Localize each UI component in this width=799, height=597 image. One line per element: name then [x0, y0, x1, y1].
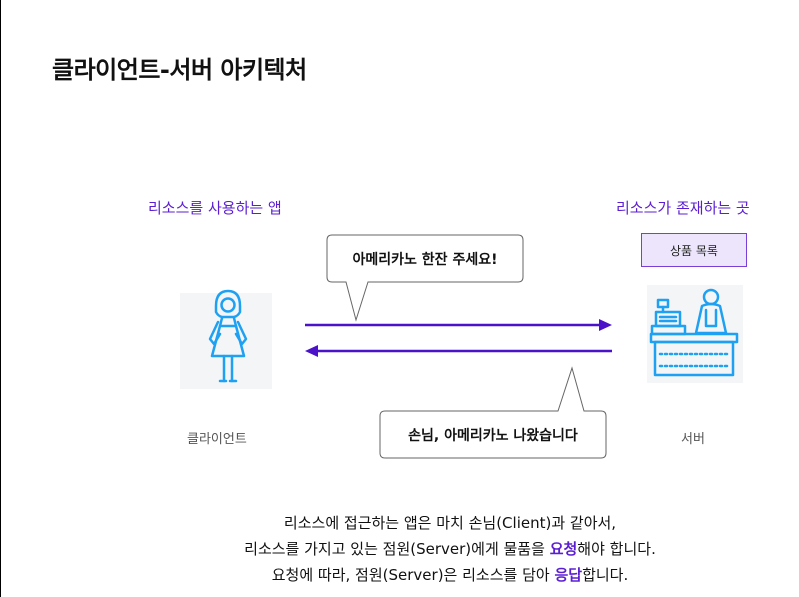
response-bubble: 손님, 아메리카노 나왔습니다: [380, 411, 606, 458]
response-bubble-shape: [379, 366, 607, 459]
server-role-label: 리소스가 존재하는 곳: [616, 199, 750, 217]
response-bubble-text: 손님, 아메리카노 나왔습니다: [408, 427, 578, 444]
description-line-2: 리소스를 가지고 있는 점원(Server)에게 물품을 요청해야 합니다.: [150, 536, 750, 562]
request-emphasis: 요청: [549, 540, 578, 558]
client-role-label: 리소스를 사용하는 앱: [148, 199, 282, 217]
server-label: 서버: [681, 432, 705, 447]
description-line-2-before: 리소스를 가지고 있는 점원(Server)에게 물품을: [244, 540, 550, 558]
response-emphasis: 응답: [554, 566, 583, 584]
description-line-3: 요청에 따라, 점원(Server)은 리소스를 담아 응답합니다.: [150, 562, 750, 588]
description-line-3-before: 요청에 따라, 점원(Server)은 리소스를 담아: [271, 566, 555, 584]
request-bubble-shape: [326, 234, 524, 322]
description-line-3-after: 합니다.: [582, 566, 629, 584]
product-list-label: 상품 목록: [670, 243, 718, 258]
cashier-counter-icon: [647, 285, 743, 383]
page-title: 클라이언트-서버 아키텍처: [52, 56, 307, 84]
description-line-2-after: 해야 합니다.: [577, 540, 656, 558]
request-bubble-text: 아메리카노 한잔 주세요!: [352, 251, 498, 268]
client-label: 클라이언트: [187, 432, 247, 447]
request-bubble: 아메리카노 한잔 주세요!: [327, 235, 523, 282]
description: 리소스에 접근하는 앱은 마치 손님(Client)과 같아서, 리소스를 가지…: [150, 510, 750, 588]
description-line-1: 리소스에 접근하는 앱은 마치 손님(Client)과 같아서,: [283, 514, 617, 532]
woman-customer-icon: [180, 289, 272, 389]
request-arrow: [305, 319, 612, 331]
response-arrow: [305, 345, 612, 357]
product-list-box: 상품 목록: [641, 233, 747, 267]
